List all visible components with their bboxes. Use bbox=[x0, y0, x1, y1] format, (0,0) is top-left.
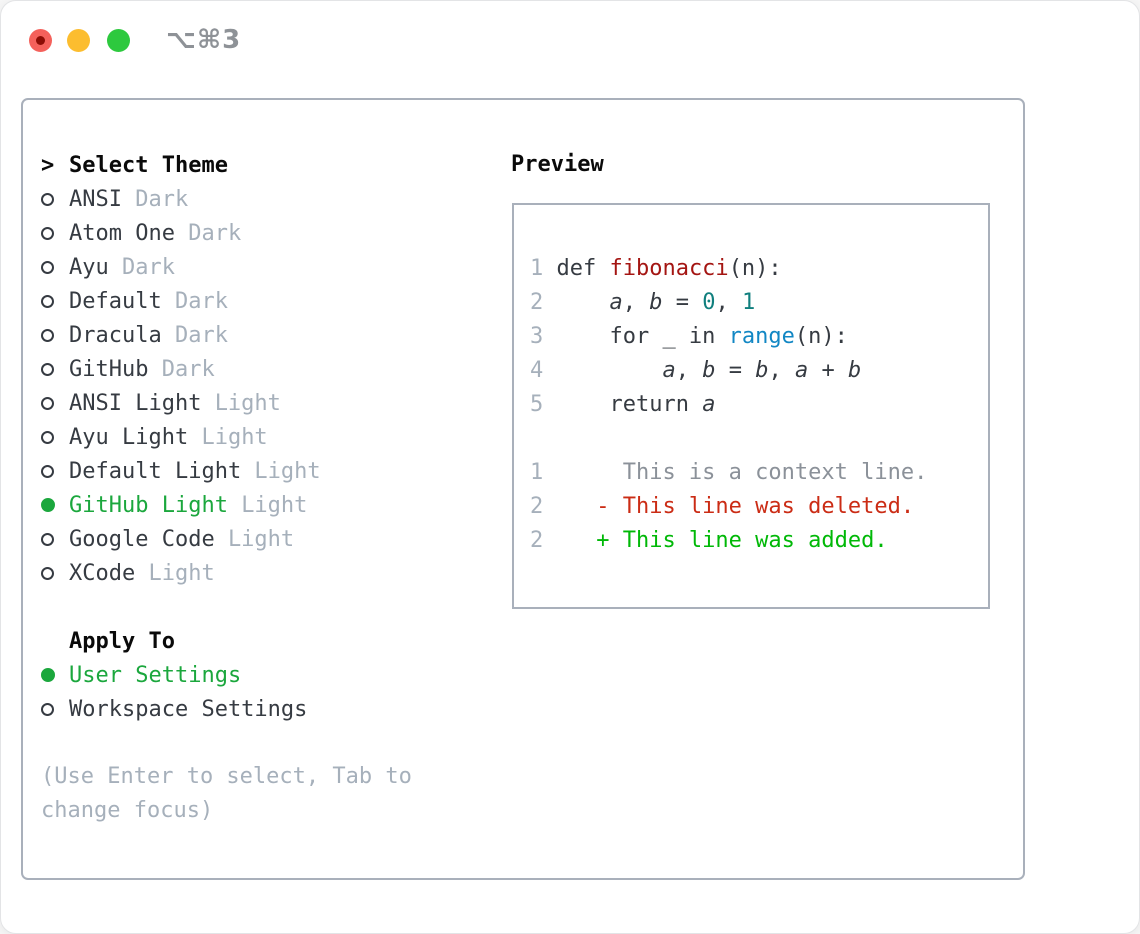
theme-name: Ayu bbox=[69, 254, 109, 280]
theme-name: Default Light bbox=[69, 458, 242, 484]
hint-text-line1: (Use Enter to select, Tab to bbox=[41, 764, 412, 789]
theme-tag: Light bbox=[214, 390, 281, 416]
titlebar: ⌥⌘3 bbox=[29, 25, 241, 55]
line-number: 2 bbox=[530, 290, 544, 315]
radio-icon bbox=[41, 294, 54, 308]
theme-option-dracula[interactable]: Dracula Dark bbox=[41, 318, 412, 352]
minimize-button[interactable] bbox=[67, 28, 90, 52]
theme-option-xcode[interactable]: XCode Light bbox=[41, 556, 412, 590]
radio-icon bbox=[41, 328, 54, 342]
theme-option-google-code[interactable]: Google Code Light bbox=[41, 522, 412, 556]
theme-option-ansi[interactable]: ANSI Dark bbox=[41, 182, 412, 216]
spacer bbox=[41, 726, 412, 760]
apply-to-title: Apply To bbox=[69, 628, 175, 654]
code-line: 3 for _ in range(n): bbox=[530, 320, 978, 354]
keyboard-shortcut-label: ⌥⌘3 bbox=[166, 25, 242, 55]
theme-tag: Light bbox=[254, 458, 321, 484]
theme-name: ANSI bbox=[69, 186, 122, 212]
theme-option-github-light[interactable]: GitHub Light Light bbox=[41, 488, 412, 522]
code-line: 4 a, b = b, a + b bbox=[530, 354, 978, 388]
theme-tag: Dark bbox=[188, 220, 242, 246]
selected-radio-icon bbox=[41, 498, 55, 512]
radio-icon bbox=[41, 396, 54, 410]
theme-option-ansi-light[interactable]: ANSI Light Light bbox=[41, 386, 412, 420]
select-theme-title: Select Theme bbox=[69, 152, 228, 178]
apply-option-user-settings[interactable]: User Settings bbox=[41, 658, 412, 692]
radio-icon bbox=[41, 260, 54, 274]
apply-option-label: Workspace Settings bbox=[69, 696, 308, 722]
theme-option-default-light[interactable]: Default Light Light bbox=[41, 454, 412, 488]
theme-name: Dracula bbox=[69, 322, 162, 348]
theme-name: Default bbox=[69, 288, 162, 314]
radio-icon bbox=[41, 430, 54, 444]
theme-name: GitHub bbox=[69, 356, 149, 382]
code-line: 2 - This line was deleted. bbox=[530, 490, 978, 524]
theme-tag: Dark bbox=[174, 288, 228, 314]
close-button[interactable] bbox=[29, 28, 52, 52]
theme-name: Atom One bbox=[69, 220, 175, 246]
theme-tag: Light bbox=[148, 560, 215, 586]
radio-icon bbox=[41, 362, 54, 376]
radio-icon bbox=[41, 532, 54, 546]
theme-name: Google Code bbox=[69, 526, 215, 552]
radio-icon bbox=[41, 192, 54, 206]
theme-tag: Dark bbox=[161, 356, 215, 382]
hint-text-line2: change focus) bbox=[41, 798, 214, 823]
theme-option-ayu-light[interactable]: Ayu Light Light bbox=[41, 420, 412, 454]
selected-radio-icon bbox=[41, 668, 55, 682]
line-number: 2 bbox=[530, 494, 544, 519]
theme-tag: Dark bbox=[174, 322, 228, 348]
apply-option-workspace-settings[interactable]: Workspace Settings bbox=[41, 692, 412, 726]
theme-tag: Dark bbox=[135, 186, 189, 212]
prompt-chevron-icon: > bbox=[41, 152, 55, 178]
code-line: 5 return a bbox=[530, 388, 978, 422]
theme-name: GitHub Light bbox=[69, 492, 228, 518]
line-number: 4 bbox=[530, 358, 544, 383]
theme-tag: Light bbox=[227, 526, 295, 552]
code-line bbox=[530, 422, 978, 456]
code-line: 2 a, b = 0, 1 bbox=[530, 286, 978, 320]
radio-icon bbox=[41, 226, 54, 240]
select-theme-header: > Select Theme bbox=[41, 148, 412, 182]
radio-icon bbox=[41, 464, 54, 478]
code-line: 2 + This line was added. bbox=[530, 524, 978, 558]
line-number: 1 bbox=[530, 460, 544, 485]
radio-icon bbox=[41, 702, 54, 716]
theme-option-github[interactable]: GitHub Dark bbox=[41, 352, 412, 386]
code-line: 1 This is a context line. bbox=[530, 456, 978, 490]
radio-icon bbox=[41, 566, 54, 580]
theme-option-ayu[interactable]: Ayu Dark bbox=[41, 250, 412, 284]
spacer bbox=[41, 590, 412, 624]
theme-option-default[interactable]: Default Dark bbox=[41, 284, 412, 318]
line-number: 2 bbox=[530, 528, 544, 553]
line-number: 3 bbox=[530, 324, 544, 349]
theme-name: Ayu Light bbox=[69, 424, 189, 450]
preview-title: Preview bbox=[511, 152, 604, 177]
line-number: 5 bbox=[530, 392, 544, 417]
theme-tag: Light bbox=[201, 424, 268, 450]
theme-option-atom-one[interactable]: Atom One Dark bbox=[41, 216, 412, 250]
apply-option-label: User Settings bbox=[69, 662, 242, 688]
theme-name: ANSI Light bbox=[69, 390, 202, 416]
theme-tag: Light bbox=[241, 492, 308, 518]
line-number: 1 bbox=[530, 256, 544, 281]
theme-name: XCode bbox=[69, 560, 136, 586]
theme-tag: Dark bbox=[121, 254, 175, 280]
zoom-button[interactable] bbox=[107, 28, 130, 52]
apply-to-header: Apply To bbox=[41, 624, 412, 658]
